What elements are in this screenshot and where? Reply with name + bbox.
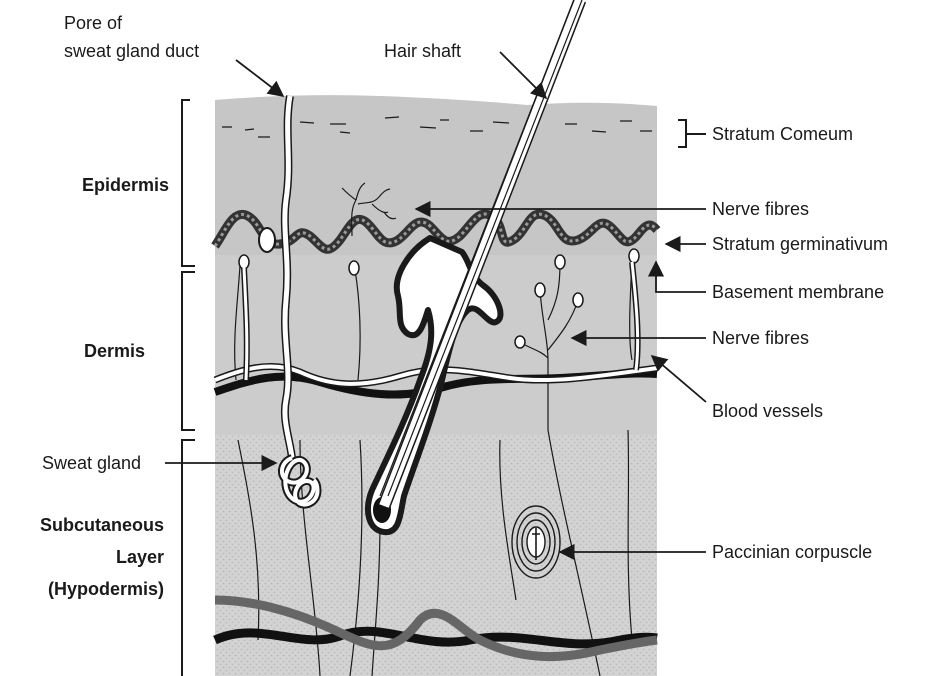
- label-sweat-gland: Sweat gland: [42, 452, 141, 474]
- label-pore-line2: sweat gland duct: [64, 40, 199, 62]
- label-blood-vessels: Blood vessels: [712, 400, 823, 422]
- label-dermis: Dermis: [84, 340, 145, 362]
- label-basement-membrane: Basement membrane: [712, 281, 884, 303]
- label-stratum-germinativum: Stratum germinativum: [712, 233, 888, 255]
- label-epidermis: Epidermis: [82, 174, 169, 196]
- label-pore-line1: Pore of: [64, 12, 122, 34]
- label-nerve-fibres-upper: Nerve fibres: [712, 198, 809, 220]
- label-nerve-fibres-lower: Nerve fibres: [712, 327, 809, 349]
- label-hair-shaft: Hair shaft: [384, 40, 461, 62]
- epidermis-cell: [259, 228, 275, 252]
- label-stratum-corneum: Stratum Comeum: [712, 123, 853, 145]
- label-subcutaneous-line3: (Hypodermis): [10, 578, 164, 600]
- label-subcutaneous-line1: Subcutaneous: [10, 514, 164, 536]
- label-paccinian-corpuscle: Paccinian corpuscle: [712, 541, 872, 563]
- label-subcutaneous-line2: Layer: [10, 546, 164, 568]
